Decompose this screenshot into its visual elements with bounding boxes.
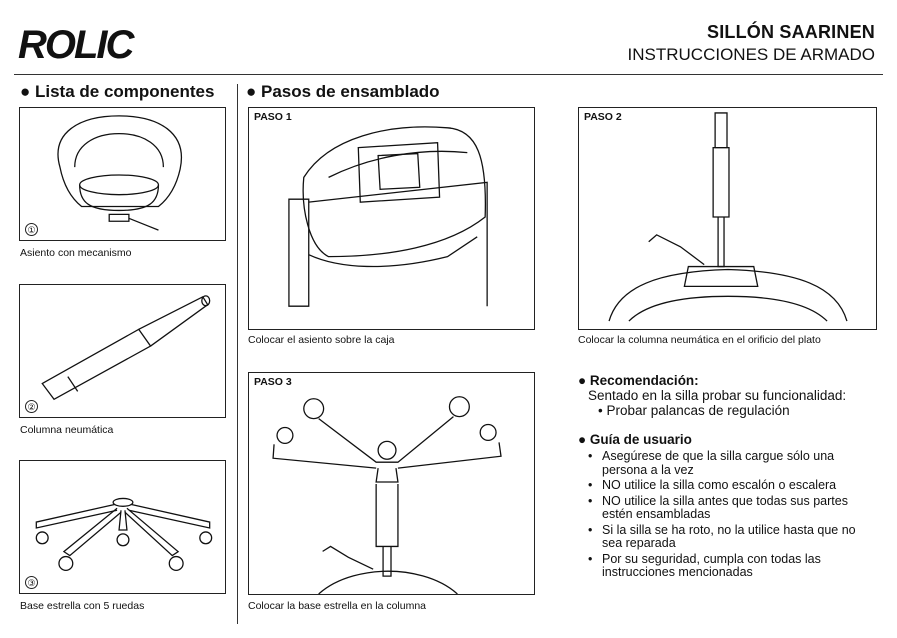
list-item: NO utilice la silla antes que todas sus … <box>578 494 878 522</box>
list-item: Por su seguridad, cumpla con todas las i… <box>578 552 878 580</box>
step-1-label: PASO 1 <box>254 111 292 123</box>
user-guide-section: ● Guía de usuario Asegúrese de que la si… <box>578 432 878 582</box>
recommendation-section: ● Recomendación: Sentado en la silla pro… <box>578 373 878 418</box>
component-base-image: ③ <box>19 460 226 594</box>
assembly-heading: ● Pasos de ensamblado <box>246 82 440 101</box>
product-title: SILLÓN SAARINEN <box>706 22 875 42</box>
user-guide-list: Asegúrese de que la silla cargue sólo un… <box>578 449 878 580</box>
list-item: Si la silla se ha roto, no la utilice ha… <box>578 523 878 551</box>
step-3-caption: Colocar la base estrella en la columna <box>248 600 427 612</box>
components-heading: ● Lista de componentes <box>20 82 215 101</box>
user-guide-heading: ● Guía de usuario <box>578 432 692 447</box>
component-seat-image: ① <box>19 107 226 241</box>
component-column-caption: Columna neumática <box>20 424 114 436</box>
step-1-image: PASO 1 <box>248 107 535 330</box>
component-column-image: ② <box>19 284 226 418</box>
recommendation-bullet: • Probar palancas de regulación <box>598 403 790 418</box>
step-3-label: PASO 3 <box>254 376 292 388</box>
step-3-image: PASO 3 <box>248 372 535 595</box>
component-base-caption: Base estrella con 5 ruedas <box>20 600 145 612</box>
column-divider <box>237 84 238 624</box>
component-seat-caption: Asiento con mecanismo <box>20 247 132 259</box>
instructions-subtitle: INSTRUCCIONES DE ARMADO <box>627 45 875 64</box>
document-title: SILLÓN SAARINEN INSTRUCCIONES DE ARMADO <box>628 22 875 65</box>
step-2-caption: Colocar la columna neumática en el orifi… <box>578 334 821 346</box>
step-1-caption: Colocar el asiento sobre la caja <box>248 334 395 346</box>
component-number-3: ③ <box>25 576 38 589</box>
recommendation-heading: ● Recomendación: <box>578 373 699 388</box>
list-item: NO utilice la silla como escalón o escal… <box>578 478 878 493</box>
component-number-1: ① <box>25 223 38 236</box>
component-number-2: ② <box>25 400 38 413</box>
rolic-logo: ROLIC <box>18 22 150 67</box>
step-2-image: PASO 2 <box>578 107 877 330</box>
recommendation-text: Sentado en la silla probar su funcionali… <box>588 388 847 403</box>
header-divider <box>14 74 883 75</box>
list-item: Asegúrese de que la silla cargue sólo un… <box>578 449 878 477</box>
step-2-label: PASO 2 <box>584 111 622 123</box>
svg-text:ROLIC: ROLIC <box>18 23 136 64</box>
